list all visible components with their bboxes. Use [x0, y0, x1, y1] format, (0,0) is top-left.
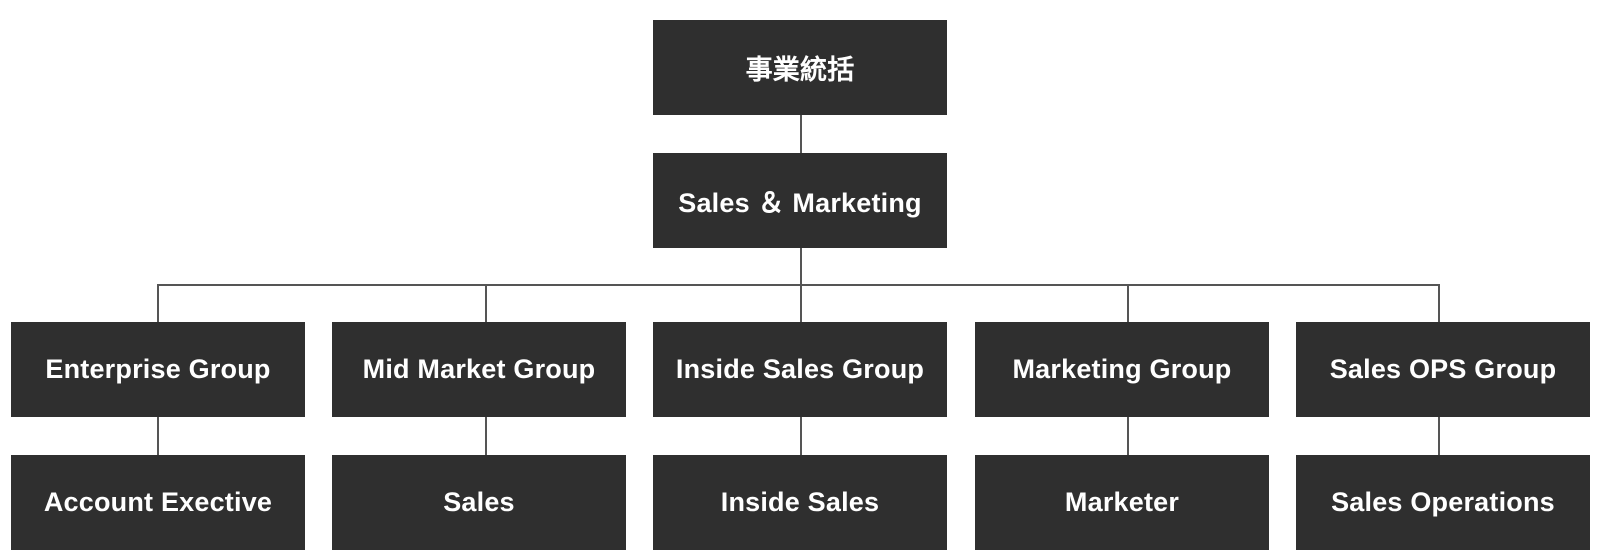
org-node-label: Inside Sales — [720, 487, 880, 517]
org-node-group-mid-market: Mid Market Group — [332, 322, 626, 417]
connector-group-1-to-role — [157, 417, 159, 455]
connector-division-to-bus — [800, 248, 802, 286]
org-node-role-marketer: Marketer — [975, 455, 1269, 550]
connector-bus-to-group-2 — [485, 284, 487, 322]
org-node-label: Marketing Group — [1012, 354, 1232, 384]
org-node-label: Sales OPS Group — [1329, 354, 1557, 384]
connector-bus-to-group-1 — [157, 284, 159, 322]
connector-group-3-to-role — [800, 417, 802, 455]
org-node-label: Marketer — [1064, 487, 1180, 517]
org-node-label: Sales — [443, 487, 515, 517]
org-node-role-inside-sales: Inside Sales — [653, 455, 947, 550]
org-node-label: Inside Sales Group — [675, 354, 925, 384]
org-node-root: 事業統括 — [653, 20, 947, 115]
org-node-label: Mid Market Group — [362, 354, 596, 384]
org-node-group-enterprise: Enterprise Group — [11, 322, 305, 417]
org-node-label: 事業統括 — [745, 55, 855, 85]
org-node-role-sales-operations: Sales Operations — [1296, 455, 1590, 550]
connector-horizontal-bus — [157, 284, 1440, 286]
connector-root-to-division — [800, 115, 802, 153]
org-node-label: Sales ＆ Marketing — [678, 188, 922, 218]
connector-group-5-to-role — [1438, 417, 1440, 455]
org-node-group-marketing: Marketing Group — [975, 322, 1269, 417]
org-node-label: Sales Operations — [1331, 487, 1555, 517]
org-node-group-inside-sales: Inside Sales Group — [653, 322, 947, 417]
org-node-label: Account Exective — [43, 487, 273, 517]
connector-bus-to-group-5 — [1438, 284, 1440, 322]
connector-group-4-to-role — [1127, 417, 1129, 455]
org-node-role-account-executive: Account Exective — [11, 455, 305, 550]
connector-bus-to-group-3 — [800, 284, 802, 322]
org-node-label: Enterprise Group — [45, 354, 271, 384]
org-node-role-sales: Sales — [332, 455, 626, 550]
connector-group-2-to-role — [485, 417, 487, 455]
org-node-group-sales-ops: Sales OPS Group — [1296, 322, 1590, 417]
connector-bus-to-group-4 — [1127, 284, 1129, 322]
org-node-division: Sales ＆ Marketing — [653, 153, 947, 248]
